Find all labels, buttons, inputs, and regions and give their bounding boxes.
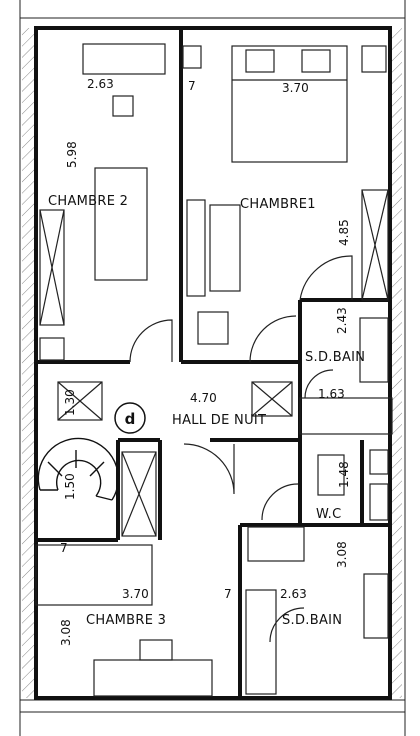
interior-lines bbox=[35, 43, 393, 697]
room-labels: CHAMBRE 2 CHAMBRE1 S.D.BAIN HALL DE NUIT… bbox=[48, 194, 365, 628]
dim-4-85: 4.85 bbox=[337, 219, 351, 246]
dim-2-43: 2.43 bbox=[335, 307, 349, 334]
door-swings bbox=[129, 255, 353, 643]
dim-1-63: 1.63 bbox=[318, 387, 345, 401]
room-chambre3: CHAMBRE 3 bbox=[86, 613, 166, 628]
spiral-staircase bbox=[37, 437, 119, 501]
dim-7-b: 7 bbox=[60, 541, 68, 555]
room-sdbain-top: S.D.BAIN bbox=[305, 350, 365, 365]
dim-3-08-right: 3.08 bbox=[335, 541, 349, 568]
dim-3-70-bottom: 3.70 bbox=[122, 587, 149, 601]
room-chambre2: CHAMBRE 2 bbox=[48, 194, 128, 209]
dim-4-70: 4.70 bbox=[190, 391, 217, 405]
hall-marker-label: d bbox=[125, 410, 136, 428]
room-hall: HALL DE NUIT bbox=[172, 413, 266, 428]
room-sdbain-bottom: S.D.BAIN bbox=[282, 613, 342, 628]
hall-marker bbox=[114, 402, 146, 434]
dim-3-70-top: 3.70 bbox=[282, 81, 309, 95]
dim-3-08-left: 3.08 bbox=[59, 619, 73, 646]
dim-1-48: 1.48 bbox=[337, 461, 351, 488]
dim-1-30: 1.30 bbox=[63, 389, 77, 416]
dim-1-50: 1.50 bbox=[63, 473, 77, 500]
dimension-labels: 2.63 3.70 5.98 4.85 2.43 4.70 1.63 1.30 … bbox=[59, 77, 351, 646]
dim-5-98: 5.98 bbox=[65, 141, 79, 168]
facade-hatch bbox=[22, 28, 402, 698]
dim-2-63-bottom: 2.63 bbox=[280, 587, 307, 601]
room-chambre1: CHAMBRE1 bbox=[240, 197, 316, 212]
room-wc: W.C bbox=[316, 507, 341, 522]
dim-2-63-top: 2.63 bbox=[87, 77, 114, 91]
dim-7-c: 7 bbox=[224, 587, 232, 601]
dim-7-a: 7 bbox=[188, 79, 196, 93]
